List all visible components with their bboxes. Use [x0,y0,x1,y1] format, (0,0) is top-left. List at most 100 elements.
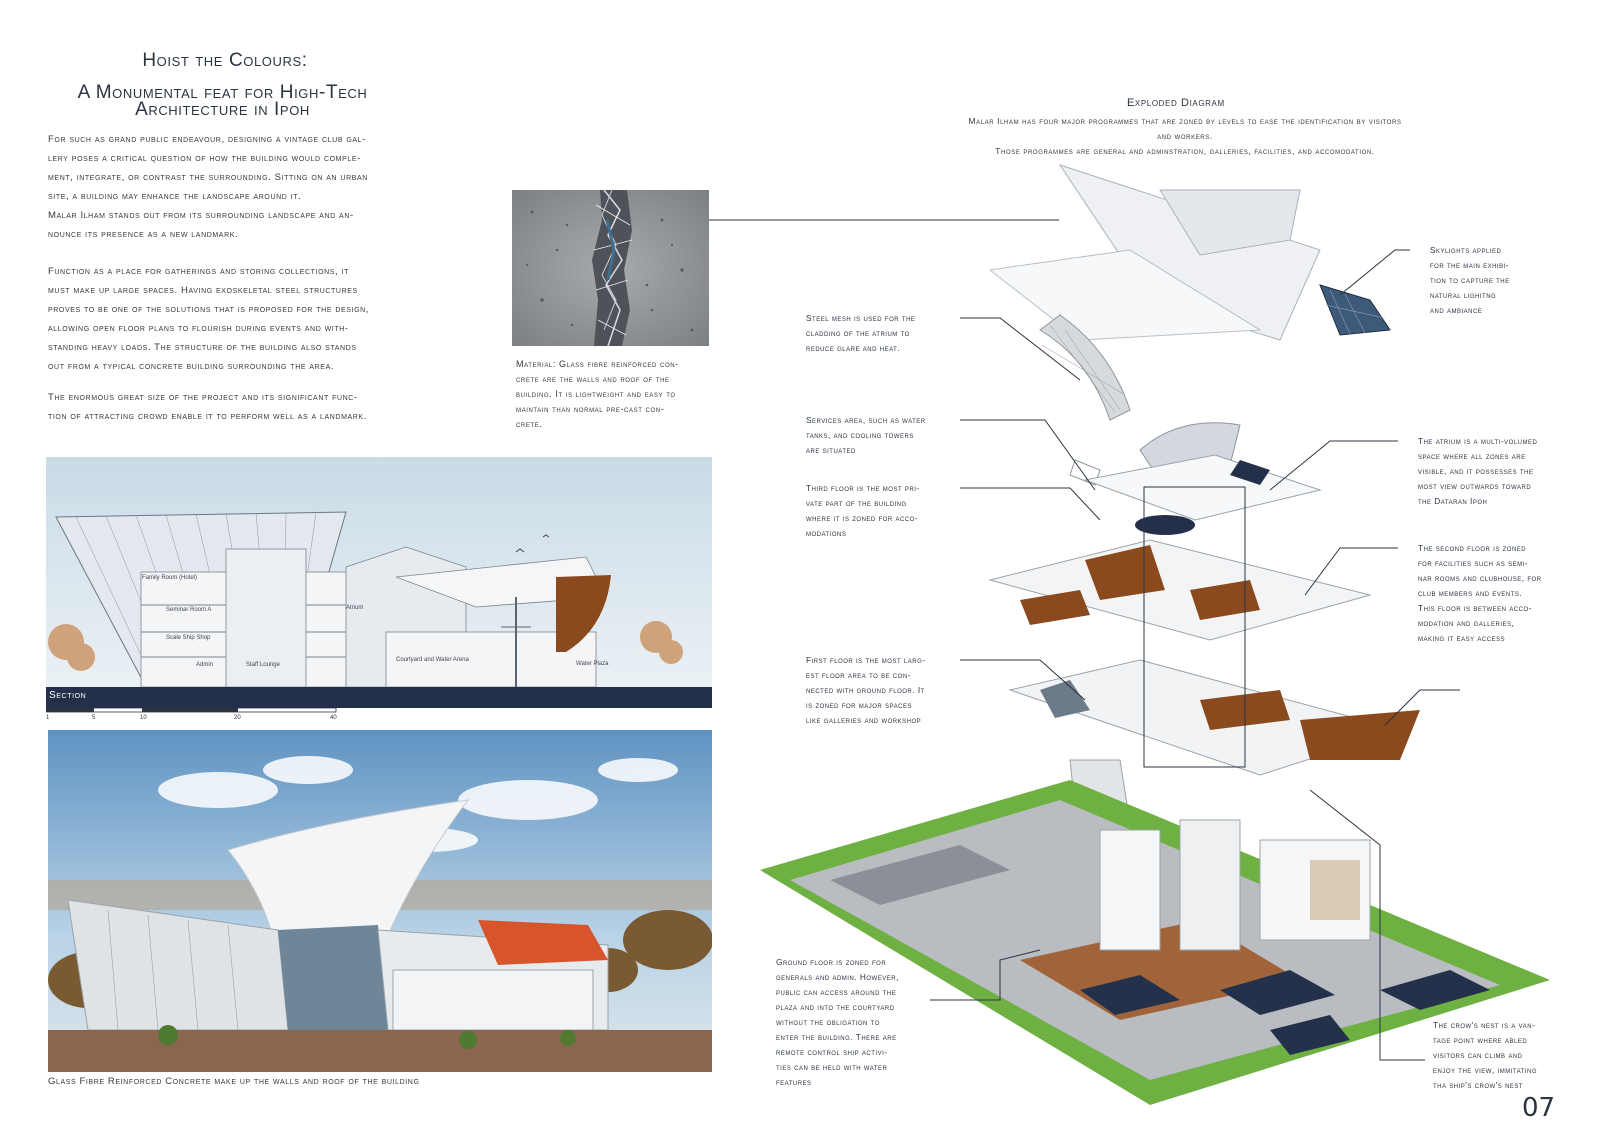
text-line: like galleries and workshop [806,715,922,725]
note-skylights: Skylights applied for the main exhibi- t… [1430,243,1510,318]
intro-paragraph-1: For such as grand public endeavour, desi… [48,130,393,244]
text-line: plaza and into the courtyard [776,1002,895,1012]
text-line: and ambiance [1430,305,1483,315]
text-line: lery poses a critical question of how th… [48,153,361,164]
text-line: without the obligation to [776,1017,880,1027]
note-first-floor: First floor is the most larg- est floor … [806,653,926,728]
exploded-diagram-title: Exploded Diagram [1127,97,1225,109]
text-line: Those programmes are general and adminst… [995,146,1375,156]
text-line: visitors can climb and [1433,1050,1523,1060]
text-line: The enormous great size of the project a… [48,392,358,403]
text-line: tion to capture the [1430,275,1510,285]
note-steel-mesh: Steel mesh is used for the cladding of t… [806,311,915,356]
text-line: reduce glare and heat. [806,343,901,353]
note-crows-nest: The crow's nest is a van- tage point whe… [1433,1018,1537,1093]
note-ground-floor: Ground floor is zoned for generals and a… [776,955,899,1090]
text-line: generals and admin. However, [776,972,899,982]
material-leader-line [709,219,1059,221]
subtitle-line-1: A Monumental feat for High-Tech [77,82,368,103]
text-line: tage point where abled [1433,1035,1528,1045]
section-label: Section [49,690,87,701]
page-number: 07 [1522,1093,1556,1123]
text-line: building. It is lightweight and easy to [516,389,676,399]
text-line: are situated [806,445,856,455]
text-line: natural lighitng [1430,290,1497,300]
text-line: features [776,1077,812,1087]
page-subtitle: A Monumental feat for High-Tech Architec… [55,82,390,120]
room-label: Family Room (Hotel) [142,575,198,581]
intro-paragraph-2: Function as a place for gatherings and s… [48,262,393,376]
text-line: Malar Ilham has four major programmes th… [968,116,1402,126]
room-label: Scale Ship Shop [166,635,211,641]
text-line: site, a building may enhance the landsca… [48,191,302,202]
text-line: First floor is the most larg- [806,655,926,665]
text-line: where it is zoned for acco- [806,513,919,523]
scale-tick: 10 [140,715,147,721]
text-line: remote control ship activi- [776,1047,888,1057]
note-atrium: The atrium is a multi-volumed space wher… [1418,434,1537,509]
text-line: tion of attracting crowd enable it to pe… [48,411,367,422]
text-line: For such as grand public endeavour, desi… [48,134,366,145]
building-render-image [48,730,712,1072]
text-line: nounce its presence as a new landmark. [48,229,239,240]
text-line: nected with ground floor. It [806,685,925,695]
text-line: The second floor is zoned [1418,543,1527,553]
text-line: out from a typical concrete building sur… [48,361,335,372]
text-line: and workers. [1157,131,1213,141]
text-line: making it easy access [1418,633,1506,643]
text-line: enjoy the view, immitating [1433,1065,1537,1075]
text-line: Third floor is the most pri- [806,483,920,493]
room-label: Water Plaza [576,661,609,667]
text-line: ment, integrate, or contrast the surroun… [48,172,368,183]
note-services: Services area, such as water tanks, and … [806,413,926,458]
text-line: club members and events. [1418,588,1523,598]
text-line: for facilities such as semi- [1418,558,1528,568]
render-caption: Glass Fibre Reinforced Concrete make up … [48,1076,420,1087]
text-line: for the main exhibi- [1430,260,1510,270]
room-label: Atrium [346,605,364,611]
room-label: Admin [196,662,214,668]
text-line: most view outwards toward [1418,481,1532,491]
text-line: public can access around the [776,987,897,997]
text-line: cladding of the atrium to [806,328,910,338]
note-second-floor: The second floor is zoned for facilities… [1418,541,1542,646]
text-line: The crow's nest is a van- [1433,1020,1536,1030]
text-line: space where all zones are [1418,451,1526,461]
text-line: nar rooms and clubhouse, for [1418,573,1542,583]
text-line: Services area, such as water [806,415,926,425]
exploded-diagram [760,164,1550,1105]
text-line: Material: Glass fibre reinforced con- [516,359,679,369]
text-line: Ground floor is zoned for [776,957,887,967]
text-line: Function as a place for gatherings and s… [48,266,349,277]
text-line: Skylights applied [1430,245,1502,255]
subtitle-line-2: Architecture in Ipoh [135,99,310,120]
text-line: allowing open floor plans to flourish du… [48,323,349,334]
text-line: tha ship's crow's nest [1433,1080,1524,1090]
intro-paragraph-3: The enormous great size of the project a… [48,388,393,426]
material-caption: Material: Glass fibre reinforced con- cr… [516,357,716,432]
exploded-diagram-description: Malar Ilham has four major programmes th… [905,114,1465,159]
text-line: must make up large spaces. Having exoske… [48,285,358,296]
text-line: tanks, and cooling towers [806,430,914,440]
section-drawing: Family Room (Hotel) Seminar Room A Scale… [46,457,712,708]
text-line: enter the building. There are [776,1032,897,1042]
text-line: This floor is between acco- [1418,603,1532,613]
text-line: modations [806,528,847,538]
text-line: Malar Ilham stands out from its surround… [48,210,354,221]
text-line: modation and galleries, [1418,618,1515,628]
text-line: Steel mesh is used for the [806,313,916,323]
scale-tick: 5 [92,715,96,721]
text-line: vate part of the building [806,498,907,508]
scale-tick: 40 [330,715,337,721]
text-line: crete. [516,419,543,429]
page-title: Hoist the Colours: [142,50,308,71]
text-line: visible, and it possesses the [1418,466,1534,476]
note-third-floor: Third floor is the most pri- vate part o… [806,481,920,541]
text-line: the Dataran Ipoh [1418,496,1488,506]
text-line: standing heavy loads. The structure of t… [48,342,357,353]
text-line: The atrium is a multi-volumed [1418,436,1538,446]
text-line: maintain than normal pre-cast con- [516,404,665,414]
section-scale-bar: 1 5 10 20 40 [46,708,346,728]
text-line: is zoned for major spaces [806,700,912,710]
text-line: proves to be one of the solutions that i… [48,304,370,315]
